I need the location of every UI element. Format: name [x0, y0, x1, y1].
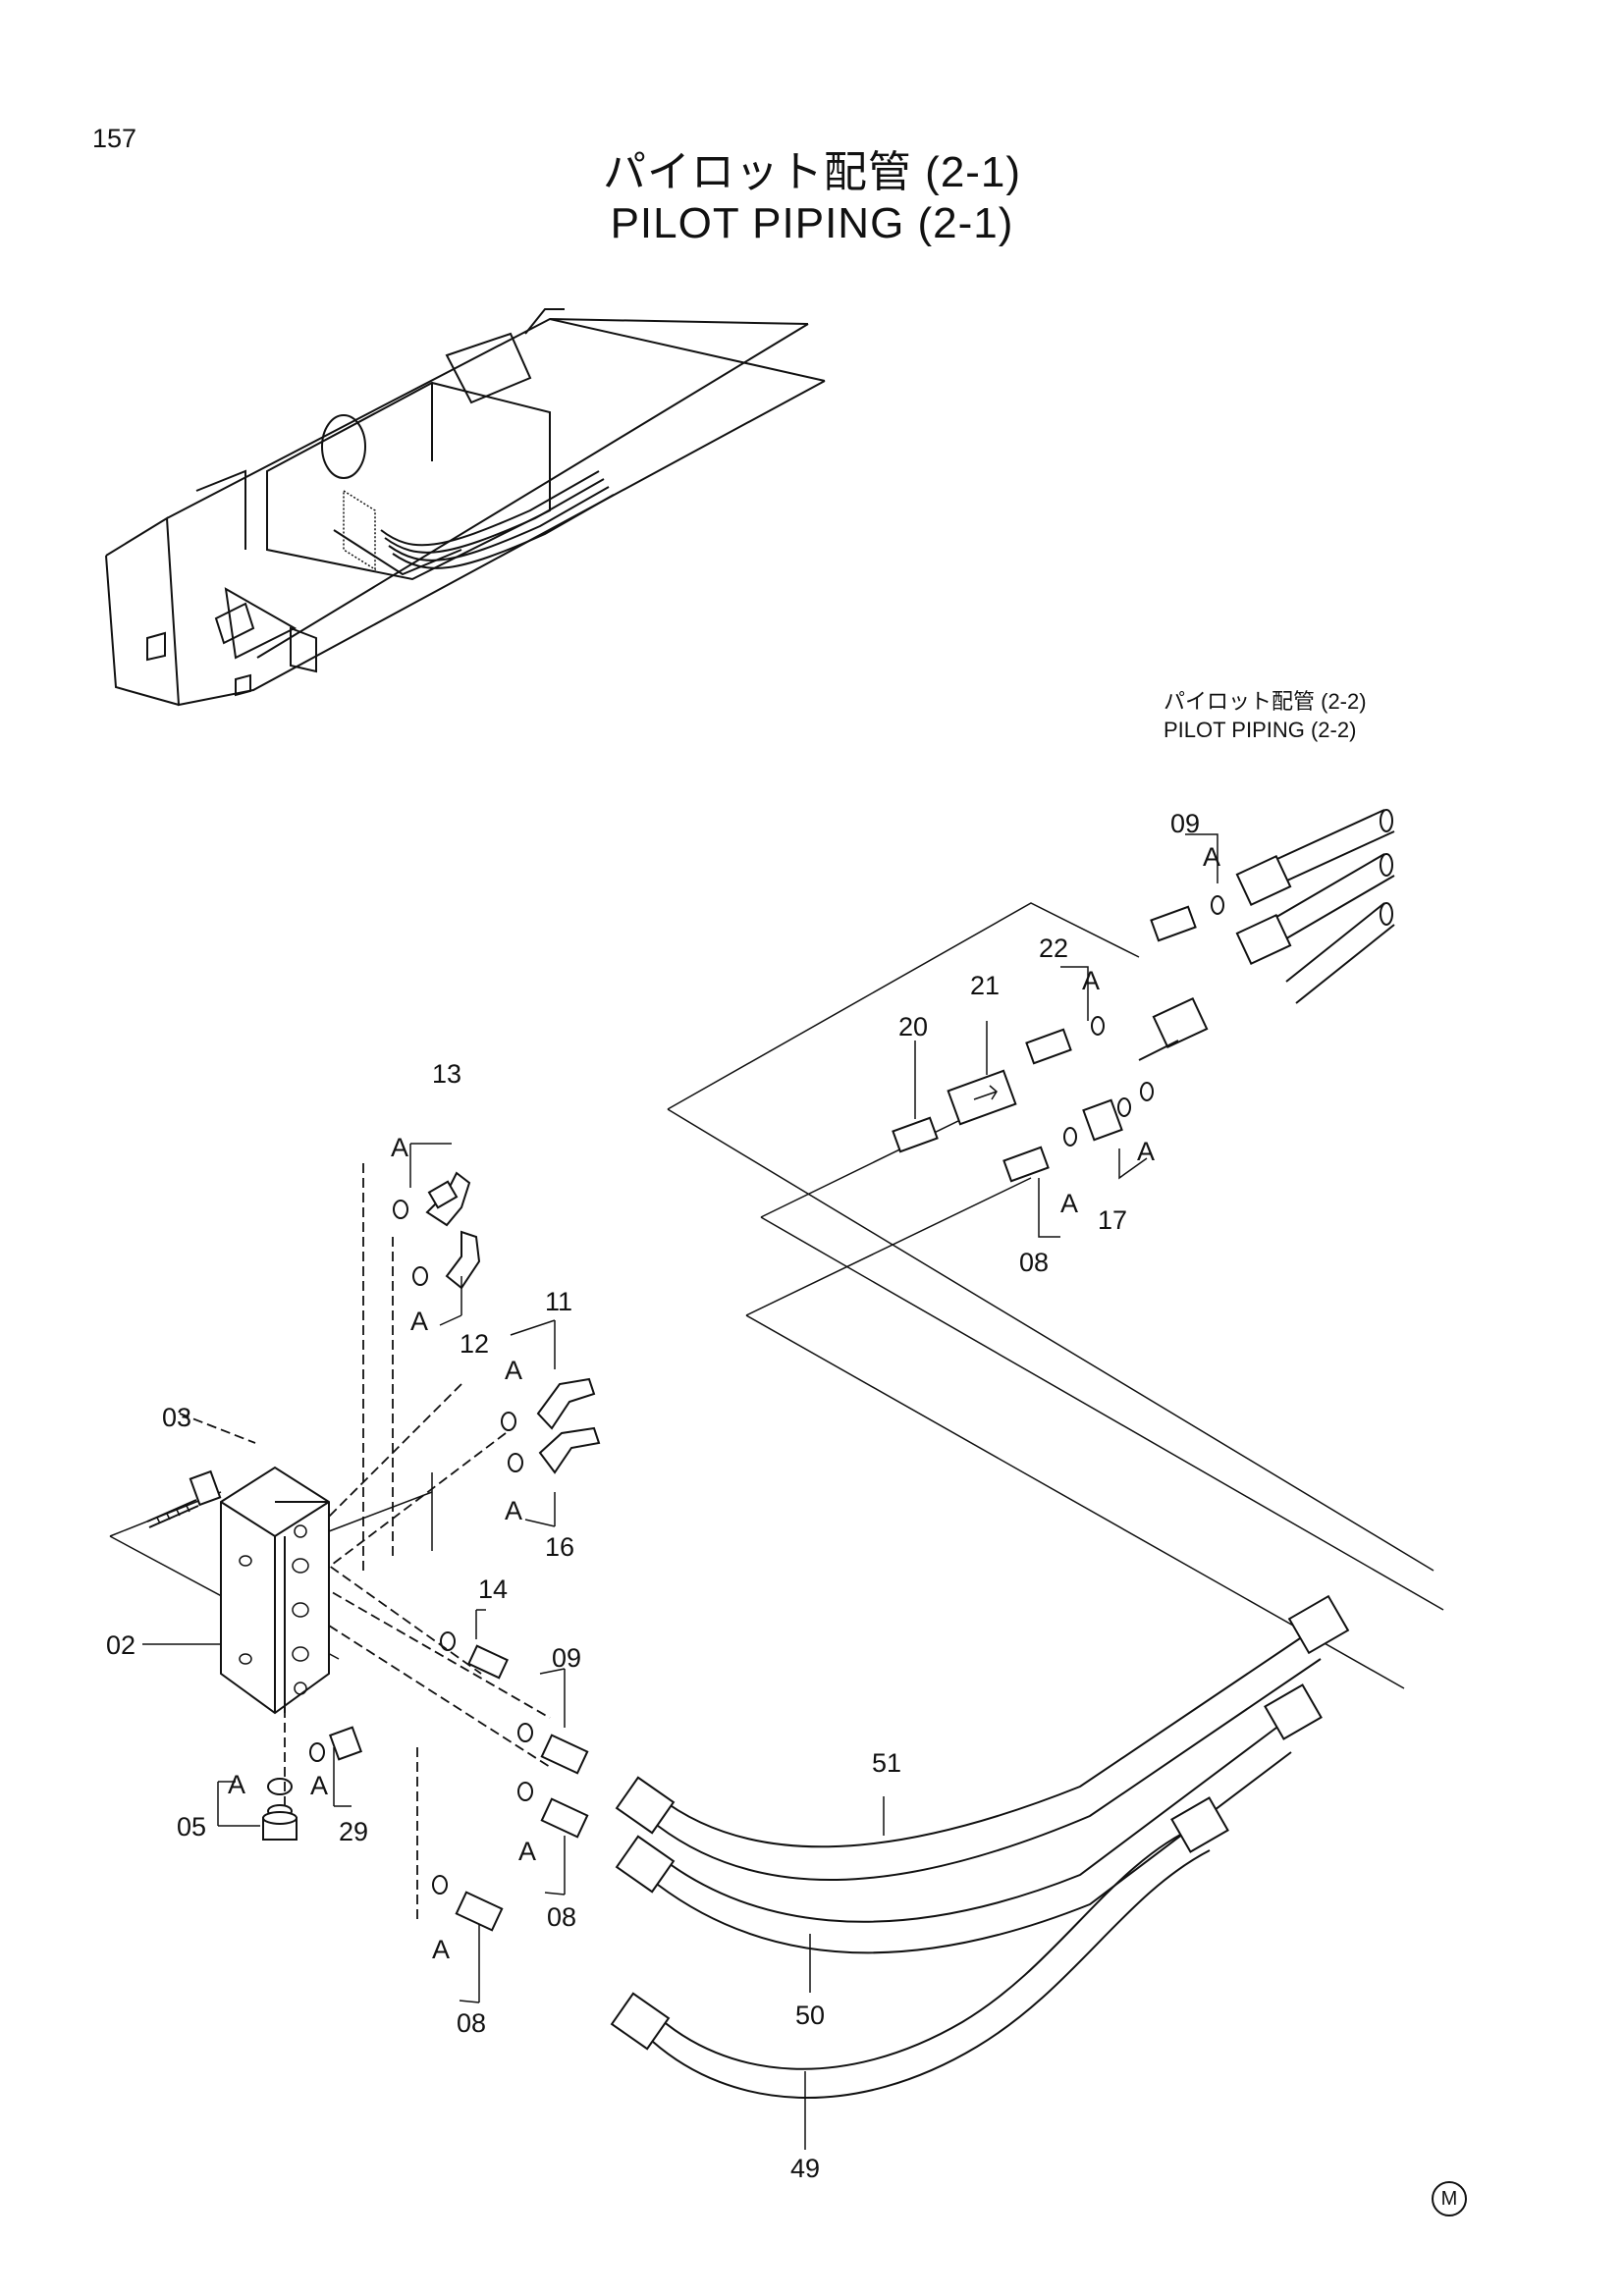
assembly-dashed-axes — [179, 1163, 551, 1924]
callout-16: 16 — [545, 1532, 574, 1562]
callout-02: 02 — [106, 1630, 135, 1660]
title-english: PILOT PIPING (2-1) — [610, 199, 1014, 247]
seal-label: A — [518, 1837, 536, 1866]
callout-49: 49 — [790, 2154, 820, 2183]
plug-part-29 — [309, 1726, 363, 1807]
seal-label: A — [228, 1770, 245, 1799]
callout-20: 20 — [898, 1012, 928, 1041]
adapter-part-08-lower — [432, 1875, 504, 2003]
seal-label: A — [432, 1935, 450, 1964]
plug-part-05 — [217, 1778, 298, 1841]
check-valve-part-21 — [947, 1021, 1017, 1126]
hose-part-50 — [615, 1683, 1323, 1993]
continuation-pipes — [1138, 809, 1395, 1061]
elbow-fitting-part-16 — [508, 1426, 601, 1527]
callout-17: 17 — [1098, 1205, 1127, 1235]
part-callouts: 09 22 21 20 17 08 13 12 11 16 03 02 14 0… — [106, 809, 1200, 2183]
elbow-fitting-part-12 — [412, 1230, 481, 1326]
reference-english: PILOT PIPING (2-2) — [1164, 718, 1357, 742]
elbow-fitting-part-13 — [393, 1143, 471, 1227]
machine-overview-illustration — [105, 308, 826, 707]
seal-label: A — [1060, 1189, 1078, 1218]
adapter-part-14 — [440, 1609, 509, 1680]
adapter-part-08-middle — [517, 1782, 589, 1896]
elbow-fitting-part-11 — [501, 1319, 596, 1431]
adapter-part-09-lower — [517, 1668, 589, 1775]
seal-label: A — [391, 1133, 408, 1162]
bolt-part-03 — [146, 1469, 222, 1528]
seal-label: A — [505, 1356, 522, 1385]
title-japanese: パイロット配管 (2-1) — [602, 148, 1022, 196]
adapter-part-20 — [892, 1041, 939, 1153]
seal-label: A — [410, 1307, 428, 1336]
page-number: 157 — [92, 124, 137, 153]
callout-09-upper: 09 — [1170, 809, 1200, 838]
seal-label: A — [1137, 1137, 1155, 1166]
adapter-part-09-upper — [1150, 833, 1224, 942]
union-nut-part-17 — [1082, 1082, 1154, 1180]
callout-09-lower: 09 — [552, 1643, 581, 1673]
callout-50: 50 — [795, 2001, 825, 2030]
adapter-part-22 — [1025, 966, 1105, 1065]
callout-08-lower: 08 — [457, 2008, 486, 2038]
maker-mark-icon: M — [1432, 2181, 1467, 2216]
reference-japanese: パイロット配管 (2-2) — [1164, 689, 1367, 714]
callout-08-middle: 08 — [547, 1902, 576, 1932]
adapter-part-08-upper — [1002, 1127, 1077, 1238]
callout-14: 14 — [478, 1575, 508, 1604]
callout-12: 12 — [460, 1329, 489, 1359]
callout-11: 11 — [545, 1287, 572, 1316]
seal-label: A — [1082, 966, 1100, 995]
callout-21: 21 — [970, 971, 1000, 1000]
seal-label: A — [1203, 842, 1220, 872]
callout-08-upper: 08 — [1019, 1248, 1049, 1277]
hose-part-51 — [615, 1594, 1350, 1881]
page-title: パイロット配管 (2-1) PILOT PIPING (2-1) — [0, 147, 1624, 249]
seal-label: A — [505, 1496, 522, 1525]
callout-13: 13 — [432, 1059, 461, 1089]
callout-51: 51 — [872, 1748, 901, 1778]
callout-05: 05 — [177, 1812, 206, 1842]
continuation-reference: パイロット配管 (2-2) PILOT PIPING (2-2) — [1164, 687, 1367, 744]
callout-22: 22 — [1039, 934, 1068, 963]
seal-markers: A A A A A A A A A A A A — [228, 842, 1220, 1964]
seal-label: A — [310, 1771, 328, 1800]
hose-part-49 — [610, 1796, 1229, 2150]
callout-29: 29 — [339, 1817, 368, 1846]
manifold-block-part-02 — [220, 1466, 330, 1715]
callout-03: 03 — [162, 1403, 191, 1432]
